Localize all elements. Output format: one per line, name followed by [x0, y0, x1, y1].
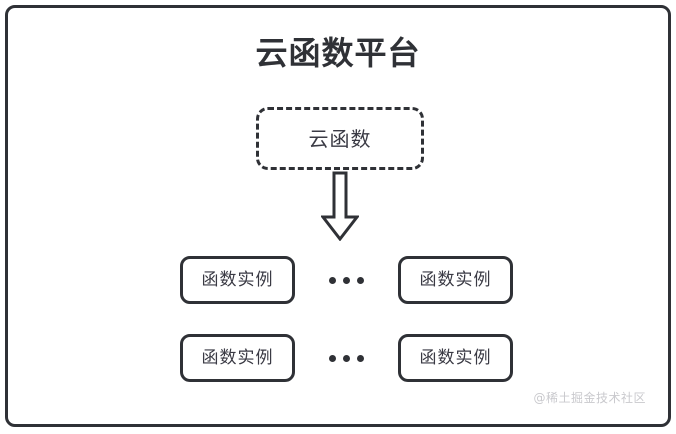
- watermark: @稀土掘金技术社区: [533, 391, 646, 405]
- cloud-function-node[interactable]: 云函数: [256, 107, 424, 170]
- instance-row: 函数实例 函数实例: [180, 256, 513, 304]
- instance-row: 函数实例 函数实例: [180, 334, 513, 382]
- function-instance-box[interactable]: 函数实例: [180, 334, 295, 382]
- ellipsis-dot: [343, 354, 350, 362]
- function-instance-box[interactable]: 函数实例: [180, 256, 295, 304]
- ellipsis-icon: [329, 276, 364, 284]
- function-instance-label: 函数实例: [201, 347, 274, 368]
- ellipsis-icon: [329, 354, 364, 362]
- ellipsis-dot: [357, 354, 364, 362]
- down-arrow-icon: [319, 171, 361, 242]
- function-instance-label: 函数实例: [201, 269, 274, 290]
- function-instance-label: 函数实例: [419, 269, 492, 290]
- cloud-function-platform-container: 云函数平台 云函数 函数实例 函数实例 函数实例: [5, 5, 671, 427]
- page-title: 云函数平台: [255, 34, 421, 72]
- function-instance-box[interactable]: 函数实例: [398, 334, 513, 382]
- ellipsis-dot: [329, 354, 336, 362]
- ellipsis-dot: [357, 276, 364, 284]
- function-instance-label: 函数实例: [419, 347, 492, 368]
- ellipsis-dot: [329, 276, 336, 284]
- function-instance-grid: 函数实例 函数实例 函数实例 函数实例: [180, 256, 513, 382]
- cloud-function-label: 云函数: [308, 126, 372, 151]
- ellipsis-dot: [343, 276, 350, 284]
- function-instance-box[interactable]: 函数实例: [398, 256, 513, 304]
